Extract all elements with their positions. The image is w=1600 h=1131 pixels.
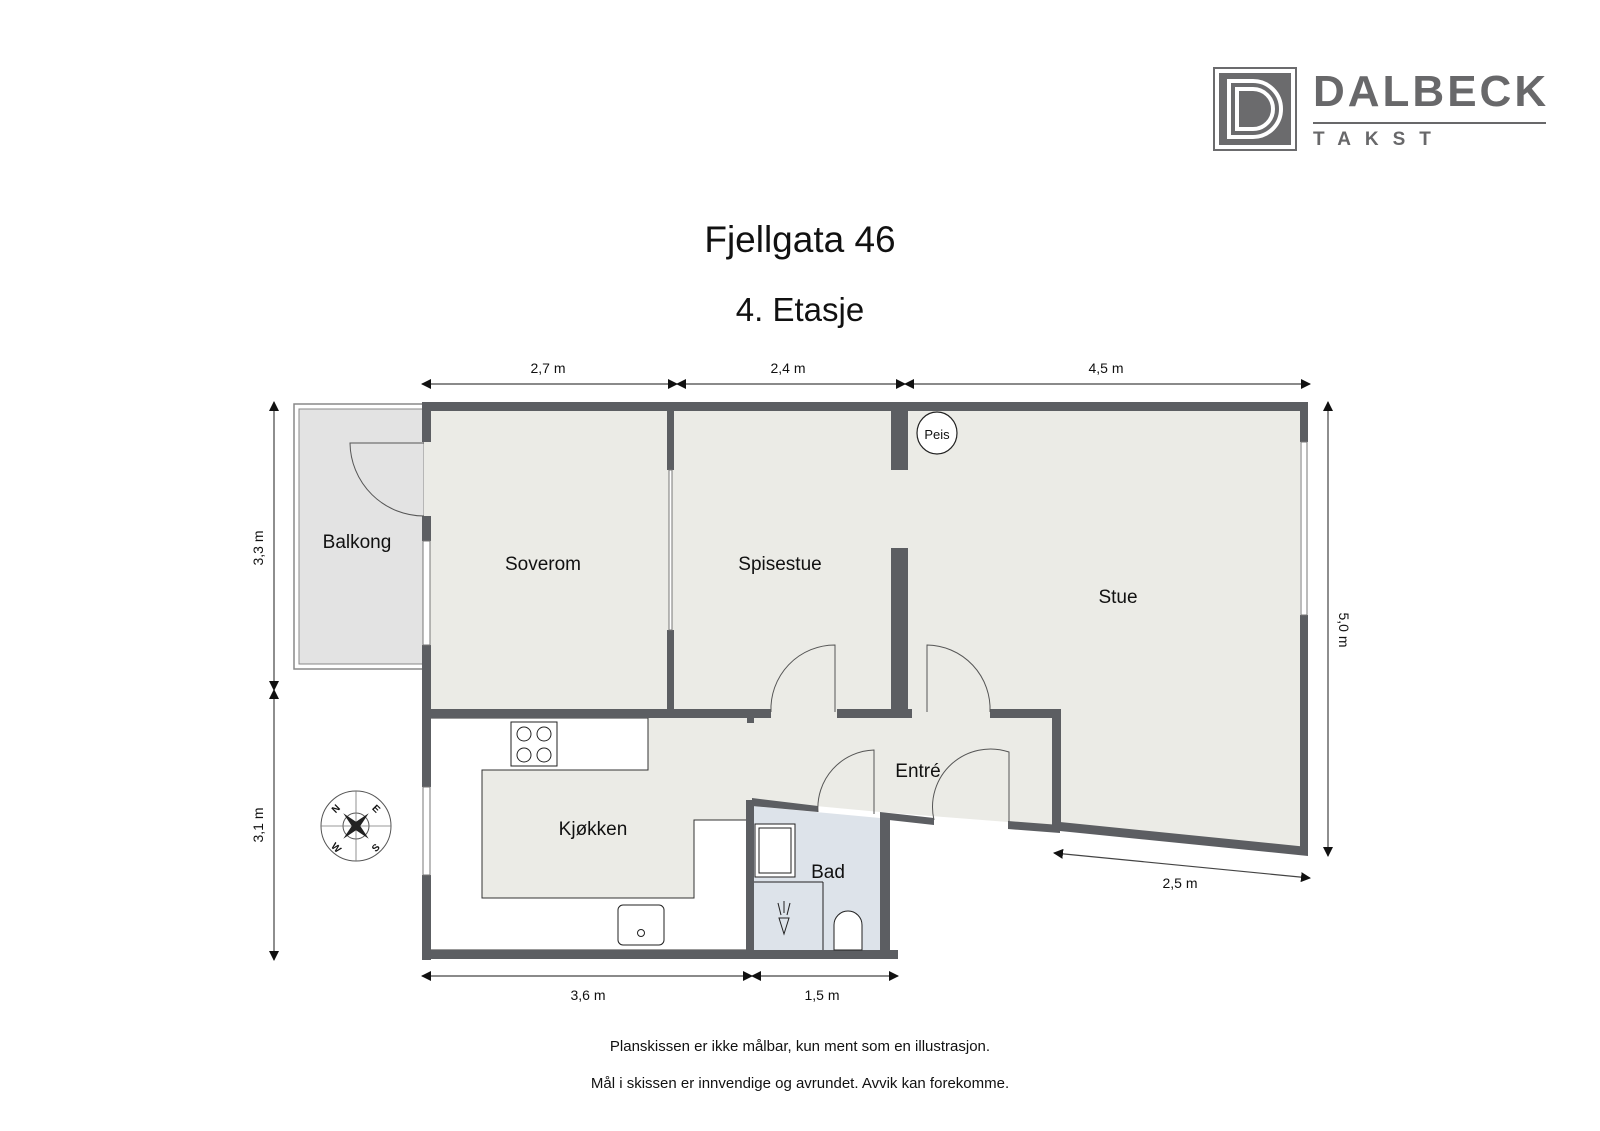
dim-top-3: 4,5 m	[1088, 360, 1123, 376]
stove	[510, 721, 558, 767]
windows	[422, 441, 1308, 876]
room-label-kjokken: Kjøkken	[559, 819, 628, 840]
room-labels: Balkong Soverom Spisestue Stue Entré Kjø…	[323, 532, 1138, 883]
dim-top-2: 2,4 m	[770, 360, 805, 376]
room-label-balkong: Balkong	[323, 532, 392, 553]
room-label-soverom: Soverom	[505, 554, 581, 575]
room-label-peis: Peis	[924, 427, 950, 442]
logo-subtitle: TAKST	[1313, 129, 1445, 150]
balcony	[293, 403, 425, 670]
doors	[349, 442, 1010, 822]
page-title: Fjellgata 46	[704, 219, 896, 260]
dim-bottom-2: 1,5 m	[804, 987, 839, 1003]
fireplace: Peis	[916, 411, 958, 455]
room-label-spisestue: Spisestue	[738, 554, 821, 575]
disclaimer-note-2: Mål i skissen er innvendige og avrundet.…	[590, 1075, 1010, 1092]
room-label-entre: Entré	[895, 761, 940, 782]
disclaimer-note-1: Planskissen er ikke målbar, kun ment som…	[609, 1038, 991, 1055]
dim-left-2: 3,1 m	[250, 807, 266, 842]
company-logo: DALBECK TAKST	[1213, 67, 1546, 155]
logo-mark	[1213, 67, 1297, 151]
room-label-stue: Stue	[1098, 587, 1137, 608]
logo-rule	[1313, 122, 1546, 124]
dim-top-1: 2,7 m	[530, 360, 565, 376]
dim-left-1: 3,3 m	[250, 530, 266, 565]
bath-fixtures	[754, 823, 863, 951]
dim-right: 5,0 m	[1336, 612, 1352, 647]
logo-name: DALBECK	[1313, 67, 1550, 116]
dimension-lines	[269, 379, 1333, 981]
room-label-bad: Bad	[811, 862, 845, 883]
dim-bottom-right: 2,5 m	[1162, 875, 1197, 891]
kitchen-sink	[617, 904, 665, 946]
compass-icon: N E S W	[320, 790, 392, 862]
dimension-labels: 2,7 m 2,4 m 4,5 m 3,3 m 3,1 m 5,0 m 3,6 …	[250, 360, 1352, 1003]
floor-subtitle: 4. Etasje	[735, 291, 865, 328]
walls	[422, 402, 1308, 960]
dim-bottom-1: 3,6 m	[570, 987, 605, 1003]
logo-d-icon	[1227, 79, 1283, 139]
floors	[424, 410, 1300, 955]
